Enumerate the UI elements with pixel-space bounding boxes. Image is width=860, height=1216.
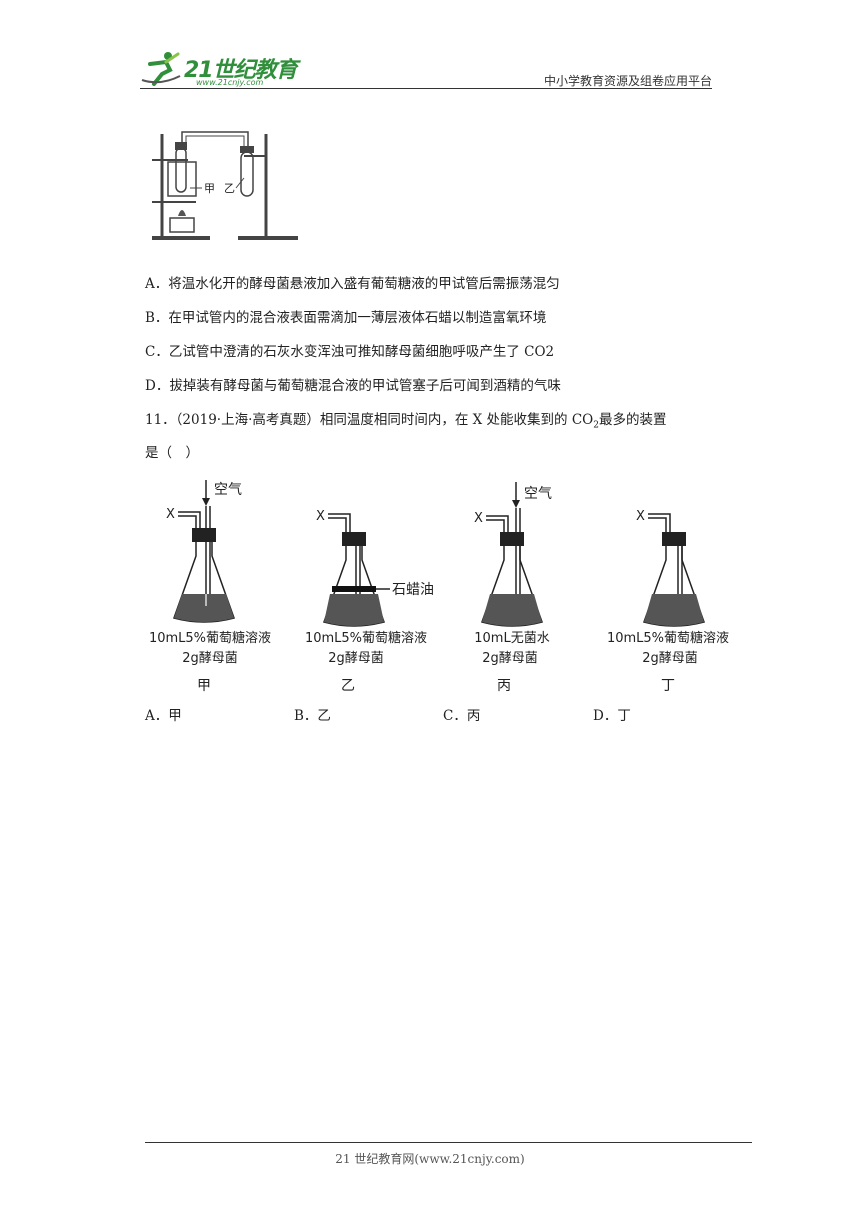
- q11-text: 最多的装置: [598, 412, 667, 428]
- x-label: X: [636, 509, 645, 524]
- logo-url: www.21cnjy.com: [196, 78, 264, 87]
- q10-option-d[interactable]: D．拔掉装有酵母菌与葡萄糖混合液的甲试管塞子后可闻到酒精的气味: [145, 376, 561, 396]
- q11-option-d[interactable]: D．丁: [593, 704, 631, 724]
- air-label: 空气: [214, 482, 242, 498]
- flask-ding: X: [636, 509, 705, 627]
- header-divider: [140, 88, 712, 89]
- flask-ding-line1: 10mL5%葡萄糖溶液: [607, 630, 729, 646]
- option-letter: A．: [145, 708, 169, 724]
- page-header: 21世纪教育 www.21cnjy.com 中小学教育资源及组卷应用平台: [140, 50, 712, 90]
- flask-jia: 空气 X: [166, 480, 242, 623]
- q11-option-a[interactable]: A．甲: [145, 704, 182, 724]
- option-text: 乙试管中澄清的石灰水变浑浊可推知酵母菌细胞呼吸产生了 CO2: [168, 344, 555, 360]
- runner-icon: [141, 52, 181, 86]
- option-letter: B．: [294, 708, 318, 724]
- q10-option-a[interactable]: A．将温水化开的酵母菌悬液加入盛有葡萄糖液的甲试管后需振荡混匀: [145, 274, 560, 294]
- option-text: 拔掉装有酵母菌与葡萄糖混合液的甲试管塞子后可闻到酒精的气味: [169, 378, 561, 394]
- flask-bing: 空气 X: [474, 482, 552, 627]
- flask-bing-line1: 10mL无菌水: [474, 631, 549, 646]
- q11-option-b[interactable]: B．乙: [294, 704, 331, 724]
- subscript: 2: [593, 420, 599, 431]
- option-text: 丙: [466, 708, 481, 724]
- flask-yi-name: 乙: [341, 678, 355, 694]
- label-jia: 甲: [204, 182, 215, 195]
- flask-jia-line1: 10mL5%葡萄糖溶液: [149, 630, 271, 646]
- q10-option-c[interactable]: C．乙试管中澄清的石灰水变浑浊可推知酵母菌细胞呼吸产生了 CO2: [145, 342, 554, 362]
- logo-text: 21世纪教育: [184, 58, 298, 83]
- option-letter: A．: [145, 276, 169, 292]
- flask-jia-name: 甲: [197, 678, 211, 694]
- q10-option-b[interactable]: B．在甲试管内的混合液表面需滴加一薄层液体石蜡以制造富氧环境: [145, 308, 546, 328]
- option-letter: D．: [145, 378, 170, 394]
- q11-stem-line2: 是（ ）: [145, 445, 199, 461]
- option-text: 乙: [317, 708, 331, 724]
- q11-option-c[interactable]: C．丙: [443, 704, 480, 724]
- option-text: 甲: [168, 708, 182, 724]
- option-letter: D．: [593, 708, 618, 724]
- flask-yi: X 石蜡油: [316, 509, 434, 627]
- q11-text: 11．（2019·上海·高考真题）相同温度相同时间内，在 X 处能收集到的 CO: [145, 412, 594, 428]
- option-letter: C．: [145, 344, 169, 360]
- q11-stem-line1: 11．（2019·上海·高考真题）相同温度相同时间内，在 X 处能收集到的 CO…: [145, 410, 666, 436]
- label-yi: 乙: [224, 182, 235, 195]
- option-text: 将温水化开的酵母菌悬液加入盛有葡萄糖液的甲试管后需振荡混匀: [168, 276, 560, 292]
- x-label: X: [316, 509, 325, 524]
- x-label: X: [166, 507, 175, 522]
- flask-bing-line2: 2g酵母菌: [482, 651, 538, 666]
- test-tube-apparatus-figure: 甲 乙: [148, 126, 303, 244]
- flask-yi-line1: 10mL5%葡萄糖溶液: [305, 630, 427, 646]
- flask-yi-line2: 2g酵母菌: [328, 651, 384, 666]
- platform-name: 中小学教育资源及组卷应用平台: [543, 74, 712, 88]
- flask-apparatus-figure: 空气 X 10mL5%葡萄糖溶液 2g酵母菌 甲 X 石蜡油: [140, 476, 750, 696]
- option-letter: B．: [145, 310, 169, 326]
- option-text: 在甲试管内的混合液表面需滴加一薄层液体石蜡以制造富氧环境: [168, 310, 547, 326]
- flask-jia-line2: 2g酵母菌: [182, 651, 238, 666]
- footer-divider: [145, 1142, 752, 1143]
- flask-ding-line2: 2g酵母菌: [642, 651, 698, 666]
- footer-link[interactable]: 21 世纪教育网(www.21cnjy.com): [335, 1152, 525, 1166]
- option-letter: C．: [443, 708, 467, 724]
- site-logo: 21世纪教育 www.21cnjy.com: [140, 50, 310, 90]
- x-label: X: [474, 511, 483, 526]
- option-text: 丁: [617, 708, 631, 724]
- flask-bing-name: 丙: [497, 678, 511, 694]
- flask-ding-name: 丁: [661, 678, 675, 694]
- air-label: 空气: [524, 486, 552, 502]
- paraffin-label: 石蜡油: [392, 582, 434, 598]
